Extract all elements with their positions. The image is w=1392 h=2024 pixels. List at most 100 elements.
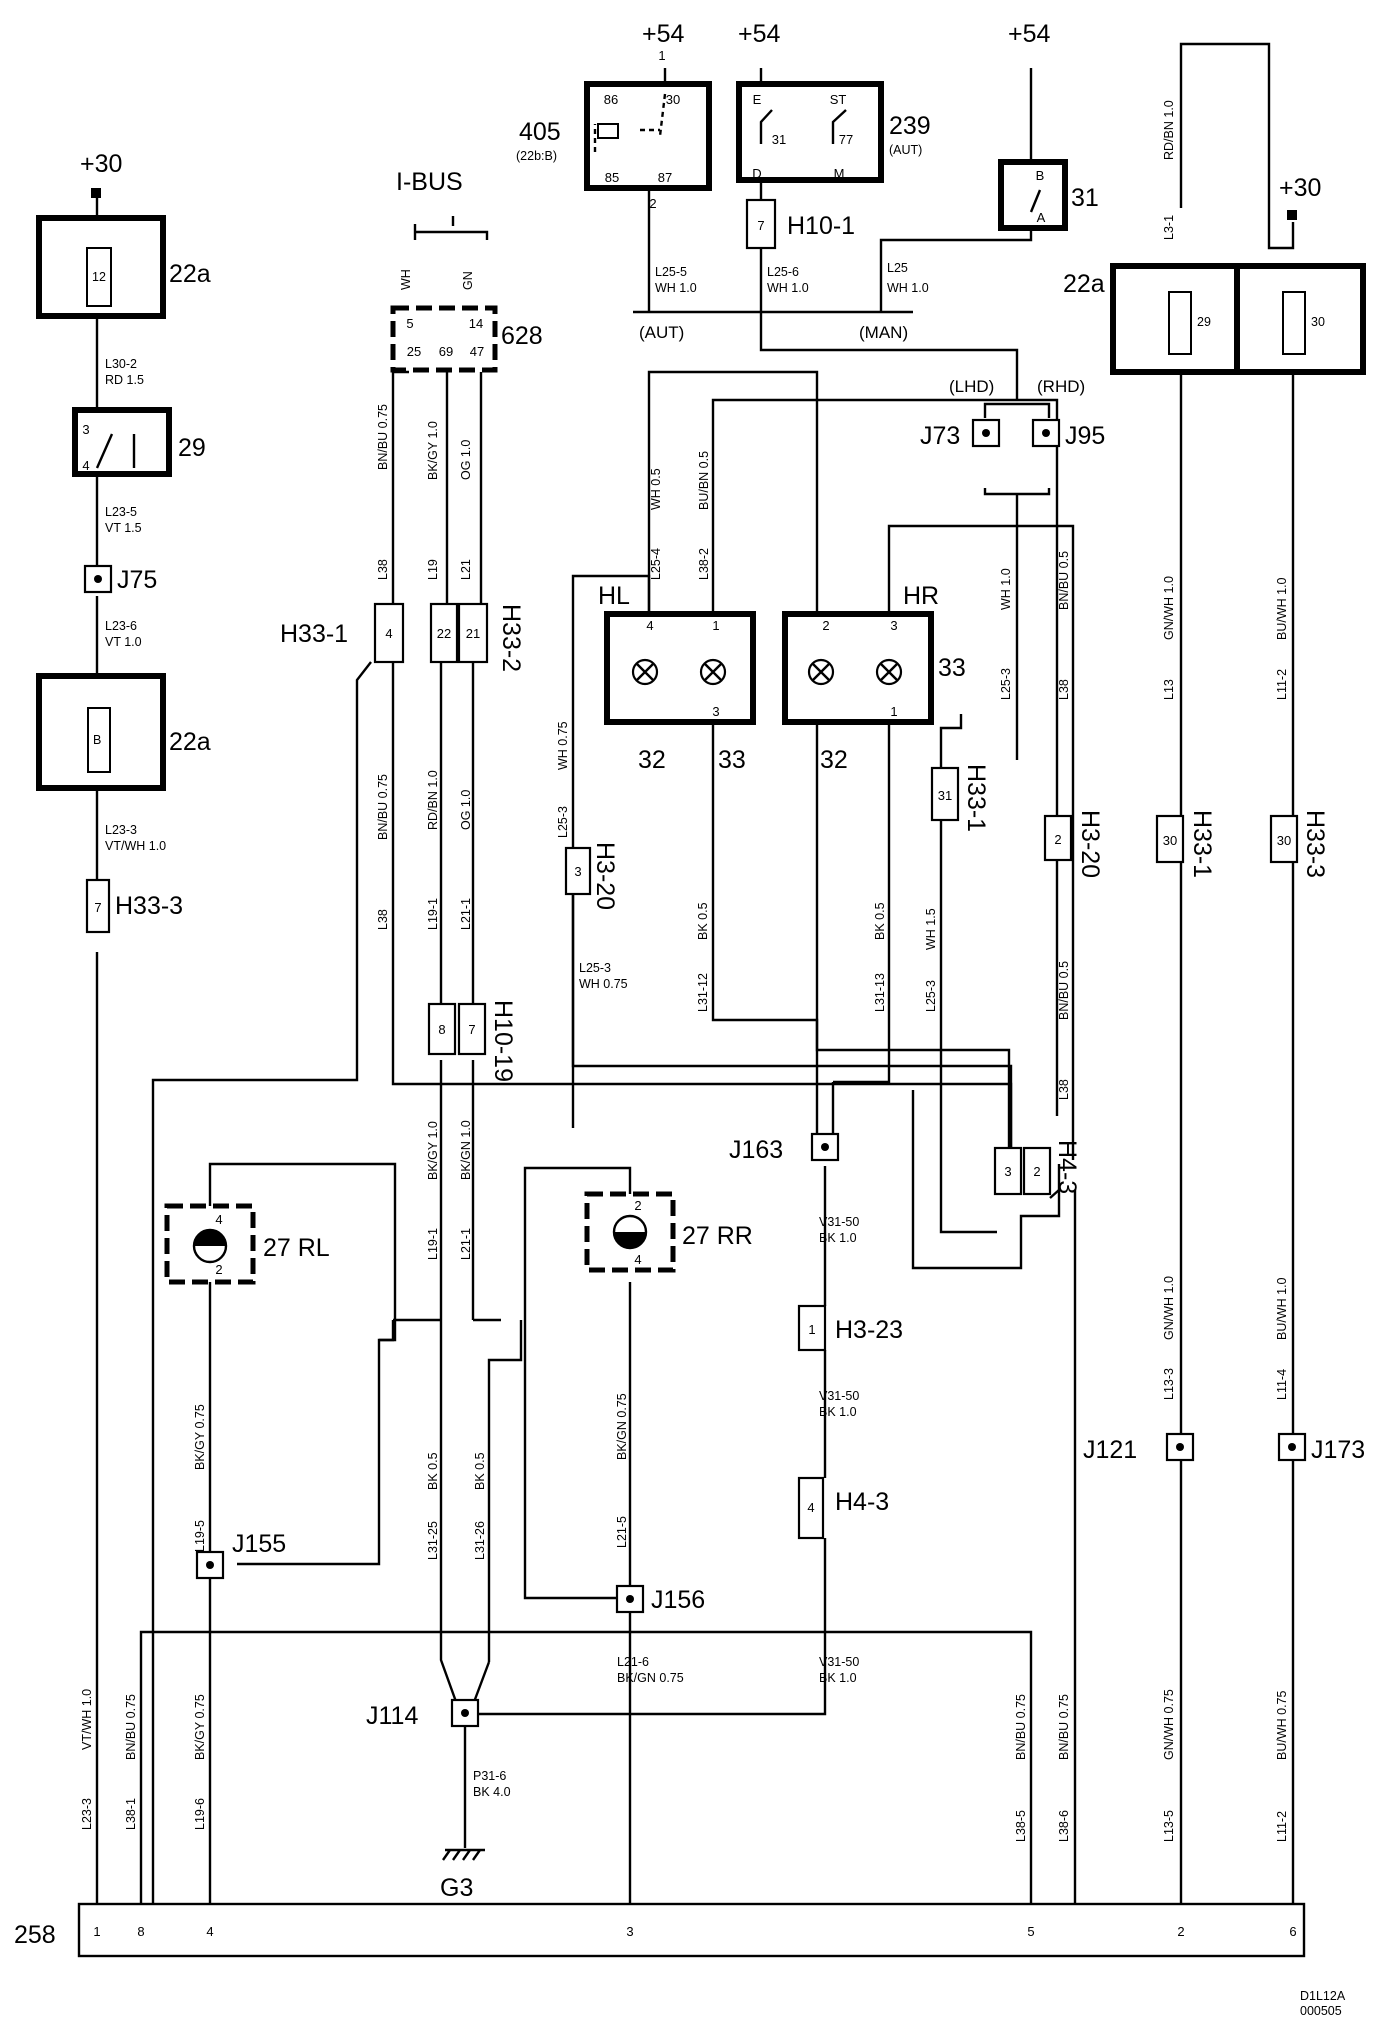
pin-h4-3-4: 4 — [807, 1500, 814, 1515]
pin-h33-1-4: 4 — [385, 626, 392, 641]
wire-l25-3-lower: L25-3 — [924, 980, 938, 1012]
wire-l31-13: L31-13 — [873, 973, 887, 1012]
joints — [83, 418, 1307, 1728]
wire-l31-25: L31-25 — [426, 1521, 440, 1560]
switch-239 — [736, 81, 884, 183]
wire-l25-3-left-spec: WH 0.75 — [579, 977, 628, 991]
connector-258-strip — [77, 1902, 1306, 1958]
wire-gnwh-10-a: GN/WH 1.0 — [1162, 576, 1176, 640]
component-22a-b: 22a — [1063, 270, 1105, 298]
wire-wh: WH — [399, 269, 413, 290]
pin-258-3: 3 — [626, 1924, 633, 1939]
term-628-47: 47 — [470, 344, 484, 359]
fusebox-22a-left-top — [36, 215, 166, 319]
component-33-a: 33 — [718, 746, 746, 774]
supply-plus30-right: +30 — [1279, 174, 1321, 202]
pin-258-2: 2 — [1177, 1924, 1184, 1939]
wire-l25-3-col: L25-3 — [556, 806, 570, 838]
conn-h33-1-mid: H33-1 — [962, 764, 990, 832]
wire-bnbu-05-a: BN/BU 0.5 — [1057, 551, 1071, 610]
wire-l11-2-b: L11-2 — [1275, 1811, 1289, 1842]
pin-258-6: 6 — [1289, 1924, 1296, 1939]
conn-h3-20-right: H3-20 — [1076, 810, 1104, 878]
term-239-77: 77 — [839, 132, 853, 147]
wire-l23-6: L23-6 — [105, 619, 137, 633]
wire-l25-4: L25-4 — [649, 548, 663, 580]
wire-l21-6: L21-6 — [617, 1655, 649, 1669]
lamp-27-rl — [164, 1203, 256, 1285]
wire-l13: L13 — [1162, 679, 1176, 700]
wire-buwh-10-a: BU/WH 1.0 — [1275, 577, 1289, 640]
term-628-5: 5 — [406, 316, 413, 331]
wire-l25-3-mid: L25-3 — [999, 668, 1013, 700]
component-32-b: 32 — [820, 746, 848, 774]
wire-wh-075: WH 0.75 — [556, 721, 570, 770]
component-27-rl: 27 RL — [263, 1234, 330, 1262]
wire-wh-15: WH 1.5 — [924, 908, 938, 950]
wire-bnbu-075-b: BN/BU 0.75 — [376, 774, 390, 840]
bus-label-aut: (AUT) — [639, 323, 684, 342]
joint-j73: J73 — [920, 422, 960, 450]
wire-l31-26: L31-26 — [473, 1521, 487, 1560]
wire-l11-4: L11-4 — [1275, 1369, 1289, 1400]
wire-bk-05-a: BK 0.5 — [696, 902, 710, 940]
conn-h33-1-right: H33-1 — [1188, 810, 1216, 878]
wire-bkgn-10: BK/GN 1.0 — [459, 1120, 473, 1180]
term-hr-3: 3 — [890, 618, 897, 633]
term-hl-1: 1 — [712, 618, 719, 633]
term-29-4: 4 — [82, 458, 89, 473]
term-31-a: A — [1037, 210, 1046, 225]
pin-h4-3-3: 3 — [1004, 1164, 1011, 1179]
wire-p31-6: P31-6 — [473, 1769, 506, 1783]
lamp-unit-hl — [604, 611, 756, 725]
term-405-87: 87 — [658, 170, 672, 185]
wire-bkgy-075-a: BK/GY 0.75 — [193, 1404, 207, 1470]
term-hr-1: 1 — [890, 704, 897, 719]
wire-l19-5: L19-5 — [193, 1520, 207, 1552]
pin-h3-20-3: 3 — [574, 864, 581, 879]
wire-rdbn-10: RD/BN 1.0 — [426, 770, 440, 830]
wire-l25-3-left: L25-3 — [579, 961, 611, 975]
supply-plus54-c: +54 — [1008, 20, 1051, 48]
wire-v31-50-b: V31-50 — [819, 1389, 859, 1403]
term-239-m: M — [834, 166, 845, 181]
component-29: 29 — [178, 434, 206, 462]
ground-g3 — [442, 1848, 485, 1861]
pin-258-4: 4 — [206, 1924, 213, 1939]
term-29-3: 3 — [82, 422, 89, 437]
connector-blocks — [85, 198, 1299, 1540]
wire-l19-1-b: L19-1 — [426, 1228, 440, 1260]
wire-bkgn-075: BK/GN 0.75 — [615, 1393, 629, 1460]
wire-bnbu-05-b: BN/BU 0.5 — [1057, 961, 1071, 1020]
conn-h3-23: H3-23 — [835, 1316, 903, 1344]
wire-v31-50-a: V31-50 — [819, 1215, 859, 1229]
wire-l19-6: L19-6 — [193, 1798, 207, 1830]
wire-l25-spec: WH 1.0 — [887, 281, 929, 295]
wire-l38-d: L38 — [1057, 1079, 1071, 1100]
wire-og-10-a: OG 1.0 — [459, 440, 473, 480]
wire-og-10-b: OG 1.0 — [459, 790, 473, 830]
wire-l38-b: L38 — [376, 909, 390, 930]
wire-l38-2: L38-2 — [697, 548, 711, 580]
wire-l38-1: L38-1 — [124, 1798, 138, 1830]
wire-l30-2: L30-2 — [105, 357, 137, 371]
fuse-30: 30 — [1311, 315, 1325, 329]
joint-j173: J173 — [1311, 1436, 1365, 1464]
pin-h3-20-2: 2 — [1054, 832, 1061, 847]
wire-l25-6-spec: WH 1.0 — [767, 281, 809, 295]
pin-h33-3-30: 30 — [1277, 833, 1291, 848]
component-31: 31 — [1071, 184, 1099, 212]
wire-gn: GN — [461, 271, 475, 290]
wire-l30-2-spec: RD 1.5 — [105, 373, 144, 387]
term-405-86: 86 — [604, 92, 618, 107]
wire-l23-5: L23-5 — [105, 505, 137, 519]
wire-l21-1-a: L21-1 — [459, 898, 473, 930]
conn-h33-1-left: H33-1 — [280, 620, 348, 648]
wire-l21-6-spec: BK/GN 0.75 — [617, 1671, 684, 1685]
term-27rr-4: 4 — [634, 1252, 641, 1267]
supply-plus30-left: +30 — [80, 150, 122, 178]
wire-p31-6-spec: BK 4.0 — [473, 1785, 511, 1799]
term-27rl-4: 4 — [215, 1212, 222, 1227]
pin-h33-1-30: 30 — [1163, 833, 1177, 848]
component-22a-c: 22a — [169, 728, 211, 756]
